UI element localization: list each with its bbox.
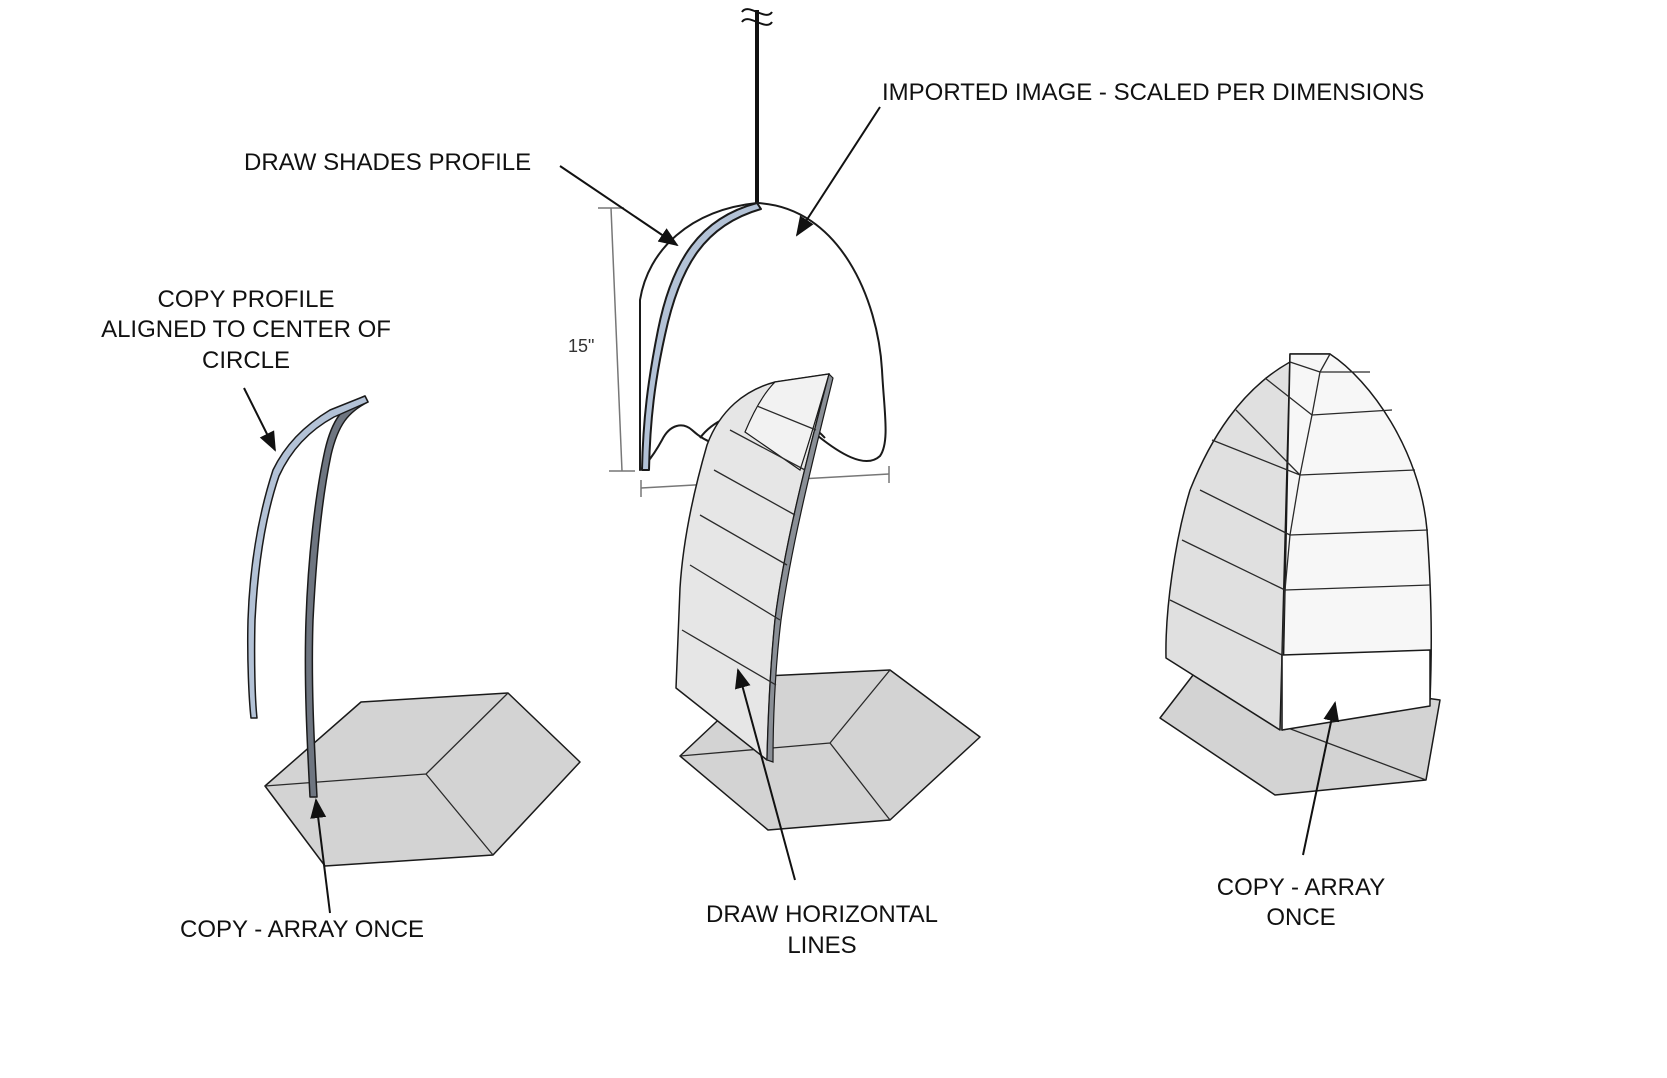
right-dome-ridge (1281, 353, 1331, 730)
draw-horizontal-label-line1: DRAW HORIZONTAL (706, 901, 938, 928)
middle-hex-inner-edges (679, 669, 891, 821)
right-arrayed-dome (1165, 353, 1432, 731)
copy-array-left-arrow (310, 798, 331, 914)
draw-horizontal-label-line2: LINES (787, 932, 856, 959)
draw-horizontal-arrow (734, 668, 796, 881)
copy-array-left-label: COPY - ARRAY ONCE (180, 916, 424, 943)
copy-profile-arrow (243, 387, 276, 452)
middle-swept-surface (675, 372, 834, 763)
copy-array-right-arrow (1302, 701, 1340, 856)
draw-profile-arrow (559, 165, 679, 247)
right-dome-horizontal-lines (1169, 361, 1431, 656)
middle-horizontal-lines (681, 405, 817, 686)
height-dimension-label: 15" (568, 336, 594, 356)
copy-profile-label-line1: COPY PROFILE (158, 286, 335, 313)
draw-profile-label: DRAW SHADES PROFILE (244, 149, 531, 176)
cord-break-symbol (741, 8, 773, 26)
copied-profile-dark (304, 395, 369, 798)
copy-profile-label-line2: ALIGNED TO CENTER OF (101, 316, 391, 343)
copy-array-right-label-line1: COPY - ARRAY (1217, 874, 1386, 901)
height-dimension (598, 207, 635, 472)
right-hex-inner-edges (1287, 727, 1427, 781)
imported-image-label: IMPORTED IMAGE - SCALED PER DIMENSIONS (882, 79, 1424, 106)
drawn-shade-profile (641, 202, 762, 471)
imported-image-arrow (795, 106, 881, 237)
copy-array-right-label-line2: ONCE (1266, 904, 1335, 931)
original-profile-blue (246, 395, 369, 719)
right-dome-left-face (1165, 353, 1331, 731)
left-hex-inner-edges (264, 692, 509, 856)
copy-profile-label-line3: CIRCLE (202, 347, 290, 374)
middle-surface-edge (766, 372, 834, 763)
